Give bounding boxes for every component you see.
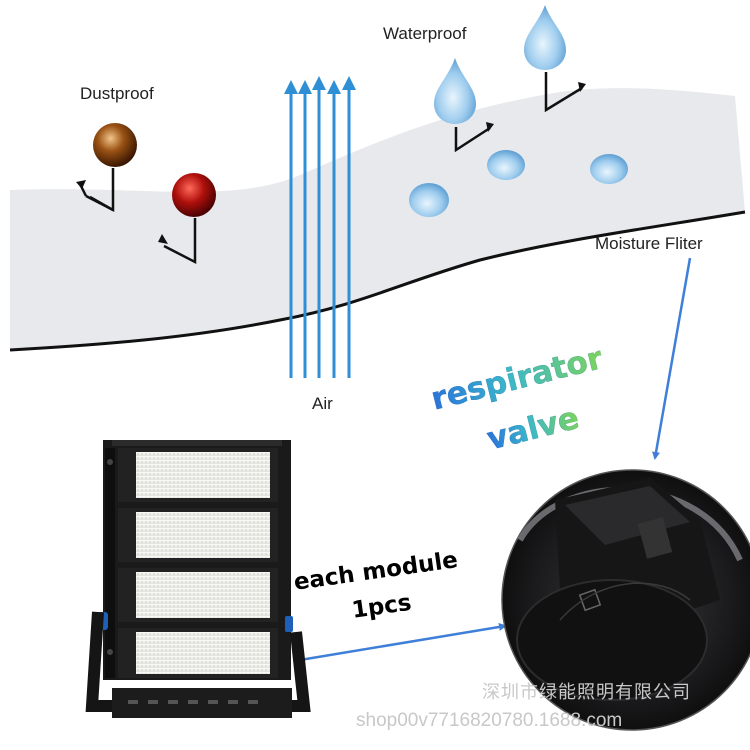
pointer-arrow-module-to-valve <box>299 623 507 662</box>
pointer-arrow-to-valve <box>652 257 692 460</box>
moisture-filter-label: Moisture Fliter <box>595 234 703 253</box>
water-drop-icon <box>590 154 628 184</box>
dust-particle-icon <box>76 123 137 213</box>
dust-particle-icon <box>158 173 216 265</box>
membrane-bottom-edge <box>9 210 746 352</box>
water-drop-icon <box>487 150 525 180</box>
moisture-filter-membrane <box>10 88 745 350</box>
air-label: Air <box>312 394 333 413</box>
led-floodlight-fixture <box>85 440 311 718</box>
water-drop-icon <box>409 183 449 217</box>
water-drop-icon <box>434 58 494 153</box>
dustproof-label: Dustproof <box>80 84 154 103</box>
respirator-valve-photo <box>501 469 750 731</box>
air-arrow-icon <box>284 76 356 378</box>
waterproof-label: Waterproof <box>383 24 467 43</box>
watermark-company: 深圳市绿能照明有限公司 <box>482 682 691 702</box>
watermark-url: shop00v7716820780.1688.com <box>356 710 623 731</box>
water-drop-icon <box>524 5 586 113</box>
